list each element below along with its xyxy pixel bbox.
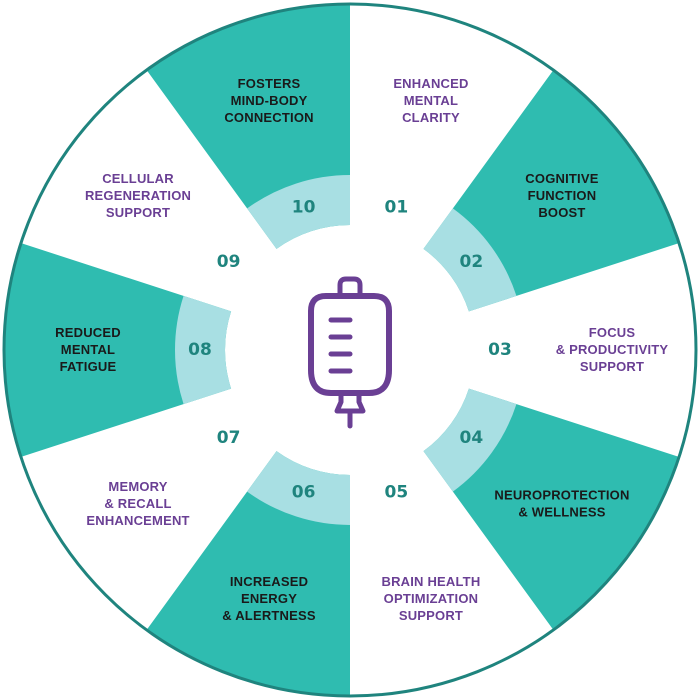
iv-bag-icon <box>308 276 392 429</box>
segment-09-label-line: CELLULAR <box>102 171 174 186</box>
segment-06-label-line: & ALERTNESS <box>222 608 316 623</box>
number-bands-layer <box>175 175 517 526</box>
segment-02-label-line: COGNITIVE <box>525 171 598 186</box>
segment-02-label-line: BOOST <box>538 205 585 220</box>
segment-07-label-line: MEMORY <box>108 479 167 494</box>
segment-06-number: 06 <box>292 483 316 503</box>
segment-08-label-line: MENTAL <box>61 342 115 357</box>
labels-layer: ENHANCED MENTAL CLARITY COGNITIVE FUNCTION BO… <box>55 76 668 623</box>
segment-09-label: CELLULAR REGENERATION SUPPORT <box>85 171 191 220</box>
segment-08-label-line: FATIGUE <box>60 359 117 374</box>
segment-09-number: 09 <box>217 252 241 272</box>
segment-07-number: 07 <box>217 428 241 448</box>
segment-03-label: FOCUS & PRODUCTIVITY SUPPORT <box>556 325 669 374</box>
segment-08-label-line: REDUCED <box>55 325 121 340</box>
segment-01-label-line: ENHANCED <box>393 76 468 91</box>
segment-08-band <box>175 295 232 405</box>
segment-09-label-line: SUPPORT <box>106 205 170 220</box>
segment-02-label-line: FUNCTION <box>528 188 597 203</box>
segment-06-label: INCREASED ENERGY & ALERTNESS <box>222 574 316 623</box>
numbers-layer: 01 02 03 04 05 06 07 08 09 10 <box>188 197 512 502</box>
segment-03-label-line: FOCUS <box>589 325 636 340</box>
segment-03-number: 03 <box>488 340 512 360</box>
segment-04-label-line: & WELLNESS <box>518 504 605 519</box>
segment-08-sector <box>4 243 232 457</box>
segment-06-label-line: ENERGY <box>241 591 297 606</box>
segment-04-label-line: NEUROPROTECTION <box>494 487 629 502</box>
segment-10-label-line: FOSTERS <box>238 76 301 91</box>
segment-04-label: NEUROPROTECTION & WELLNESS <box>494 487 629 519</box>
segment-08-label: REDUCED MENTAL FATIGUE <box>55 325 121 374</box>
segment-05-label-line: SUPPORT <box>399 608 463 623</box>
segment-07-label: MEMORY & RECALL ENHANCEMENT <box>86 479 189 528</box>
segment-06-band <box>247 451 350 526</box>
segment-07-label-line: ENHANCEMENT <box>86 513 189 528</box>
segment-05-label-line: OPTIMIZATION <box>384 591 479 606</box>
segment-08-number: 08 <box>188 340 212 360</box>
segment-10-label: FOSTERS MIND-BODY CONNECTION <box>224 76 313 125</box>
segment-07-label-line: & RECALL <box>104 496 171 511</box>
segment-06-label-line: INCREASED <box>230 574 308 589</box>
segment-04-number: 04 <box>460 428 484 448</box>
segment-10-label-line: CONNECTION <box>224 110 313 125</box>
segment-10-number: 10 <box>292 197 316 217</box>
segment-01-label-line: MENTAL <box>404 93 458 108</box>
segment-05-label-line: BRAIN HEALTH <box>381 574 480 589</box>
segment-01-label-line: CLARITY <box>402 110 460 125</box>
segment-05-number: 05 <box>385 483 409 503</box>
segment-03-label-line: SUPPORT <box>580 359 644 374</box>
segment-01-label: ENHANCED MENTAL CLARITY <box>393 76 468 125</box>
segment-03-label-line: & PRODUCTIVITY <box>556 342 669 357</box>
segment-02-label: COGNITIVE FUNCTION BOOST <box>525 171 598 220</box>
segment-01-number: 01 <box>385 197 409 217</box>
segment-04-band <box>423 388 517 492</box>
segment-10-band <box>247 175 350 249</box>
segment-09-label-line: REGENERATION <box>85 188 191 203</box>
segment-05-label: BRAIN HEALTH OPTIMIZATION SUPPORT <box>381 574 480 623</box>
segment-02-band <box>423 208 517 312</box>
segment-10-label-line: MIND-BODY <box>231 93 308 108</box>
segment-02-number: 02 <box>460 252 484 272</box>
